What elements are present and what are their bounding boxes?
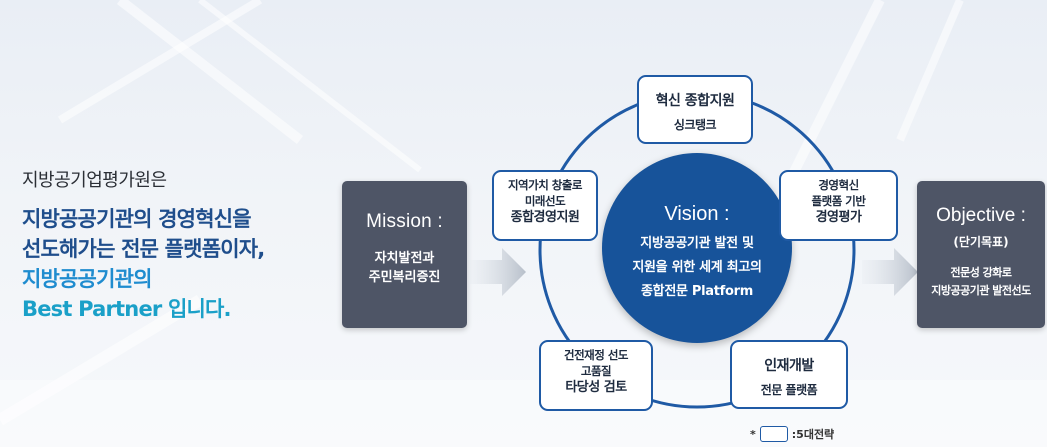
vision-line-3: 종합전문 Platform — [641, 284, 753, 299]
strategy-box-5: 인재개발 전문 플랫폼 — [730, 340, 848, 409]
strategy-3-line-3: 경영평가 — [815, 210, 862, 225]
strategy-2-line-1: 지역가치 창출로 — [507, 178, 583, 192]
strategy-5-line-1: 인재개발 — [764, 358, 814, 374]
vision-line-2: 지원을 위한 세계 최고의 — [632, 260, 762, 275]
mission-text: 자치발전과 주민복리증진 — [342, 249, 467, 287]
vision-line-1: 지방공공기관 발전 및 — [640, 236, 754, 251]
objective-title: Objective : — [936, 205, 1026, 226]
strategy-5-line-2: 전문 플랫폼 — [760, 383, 818, 397]
strategy-3-line-2: 플랫폼 기반 — [811, 194, 866, 208]
strategy-box-3: 경영혁신 플랫폼 기반 경영평가 — [779, 170, 898, 241]
intro-line-1: 지방공공기관의 경영혁신을 — [22, 207, 252, 231]
legend-mark: * — [750, 427, 756, 441]
strategy-4-line-2: 고품질 — [580, 364, 612, 378]
strategy-4-line-1: 건전재정 선도 — [564, 348, 628, 362]
mission-line-2: 주민복리증진 — [368, 270, 441, 285]
mission-title: Mission : — [366, 211, 443, 232]
objective-line-2: 지방공공기관 발전선도 — [931, 284, 1031, 297]
intro-line-4: Best Partner 입니다. — [22, 297, 232, 321]
objective-line-1: 전문성 강화로 — [950, 266, 1012, 279]
strategy-1-line-2: 싱크탱크 — [673, 118, 717, 132]
strategy-box-2: 지역가치 창출로 미래선도 종합경영지원 — [492, 170, 598, 241]
arrow-right-icon — [862, 248, 918, 296]
arrow-right-icon — [470, 248, 526, 296]
objective-box: Objective : (단기목표) 전문성 강화로 지방공공기관 발전선도 — [917, 181, 1045, 328]
legend-box-icon — [759, 426, 788, 442]
vision-title: Vision : — [664, 203, 730, 225]
mission-line-1: 자치발전과 — [374, 251, 435, 266]
vision-text: 지방공공기관 발전 및 지원을 위한 세계 최고의 종합전문 Platform — [602, 232, 792, 304]
legend-text: :5대전략 — [791, 428, 835, 441]
intro-lead: 지방공기업평가원은 — [22, 170, 167, 191]
vision-circle: Vision : 지방공공기관 발전 및 지원을 위한 세계 최고의 종합전문 … — [602, 153, 792, 343]
objective-text: 전문성 강화로 지방공공기관 발전선도 — [917, 264, 1045, 300]
strategy-1-line-1: 혁신 종합지원 — [655, 93, 735, 109]
intro-line-2: 선도해가는 전문 플랫폼이자, — [22, 237, 265, 261]
mission-box: Mission : 자치발전과 주민복리증진 — [342, 181, 467, 328]
strategy-4-line-3: 타당성 검토 — [565, 380, 627, 395]
strategy-2-line-2: 미래선도 — [524, 194, 566, 208]
strategy-box-1: 혁신 종합지원 싱크탱크 — [637, 75, 753, 144]
intro-block: 지방공기업평가원은 지방공공기관의 경영혁신을 선도해가는 전문 플랫폼이자, … — [22, 166, 342, 324]
intro-line-3: 지방공공기관의 — [22, 267, 152, 291]
strategy-3-line-1: 경영혁신 — [818, 178, 859, 192]
objective-subtitle: (단기목표) — [953, 235, 1009, 249]
legend: * :5대전략 — [750, 426, 834, 442]
strategy-2-line-3: 종합경영지원 — [510, 210, 580, 225]
strategy-box-4: 건전재정 선도 고품질 타당성 검토 — [539, 340, 653, 411]
